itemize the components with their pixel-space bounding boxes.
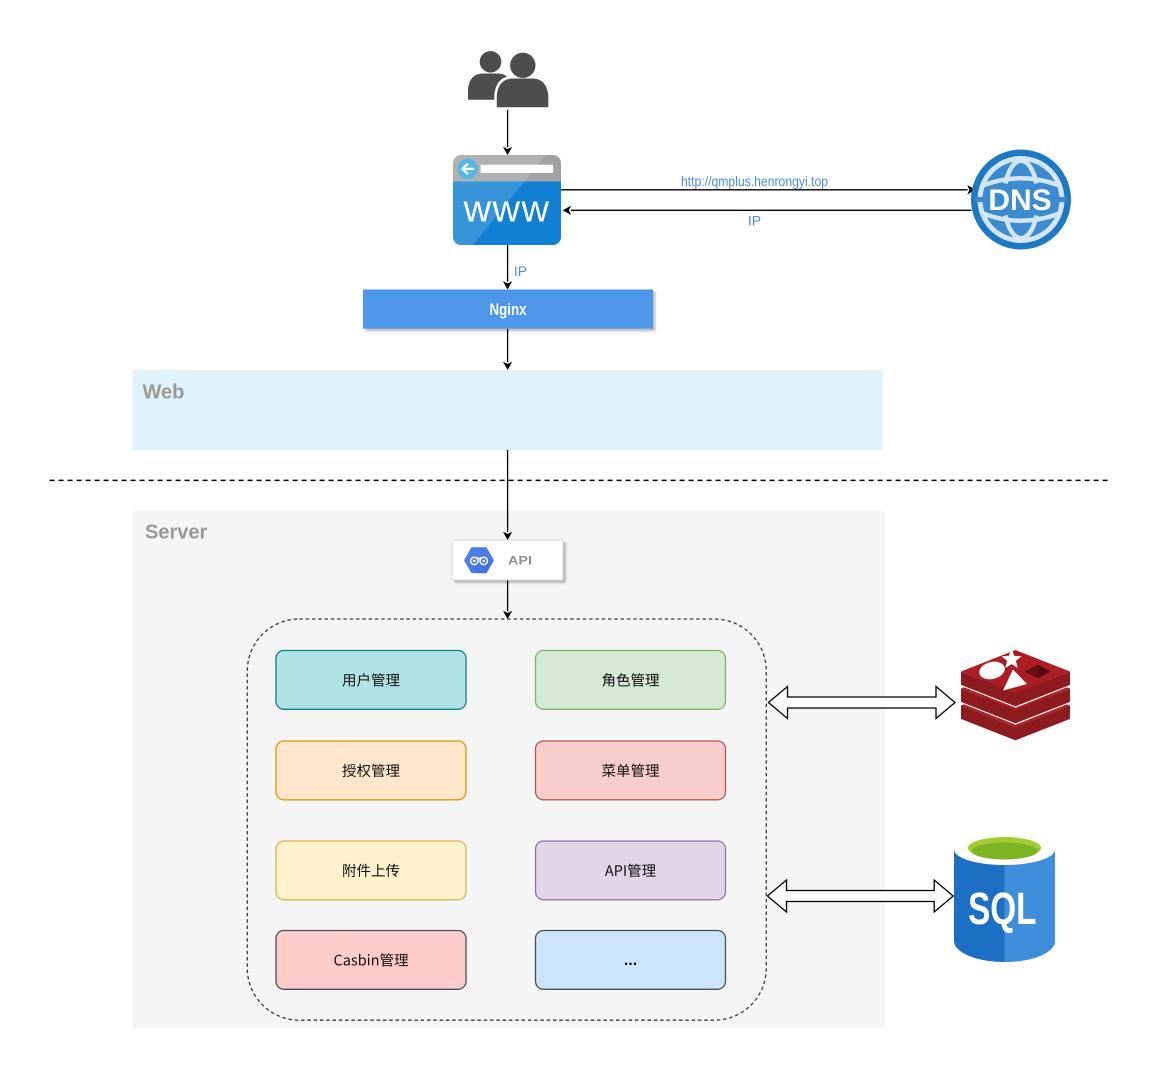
svg-text:DNS: DNS: [988, 184, 1051, 217]
svg-text:IP: IP: [514, 263, 527, 279]
svg-text:API: API: [508, 553, 532, 567]
svg-text:Server: Server: [145, 522, 207, 544]
svg-text:Nginx: Nginx: [490, 301, 528, 319]
svg-text:SQL: SQL: [968, 884, 1036, 934]
svg-text:www: www: [463, 189, 551, 231]
svg-text:Web: Web: [143, 382, 185, 404]
svg-text:...: ...: [624, 952, 637, 969]
svg-text:http://qmplus.henrongyi.top: http://qmplus.henrongyi.top: [681, 173, 828, 189]
svg-text:IP: IP: [748, 213, 761, 229]
